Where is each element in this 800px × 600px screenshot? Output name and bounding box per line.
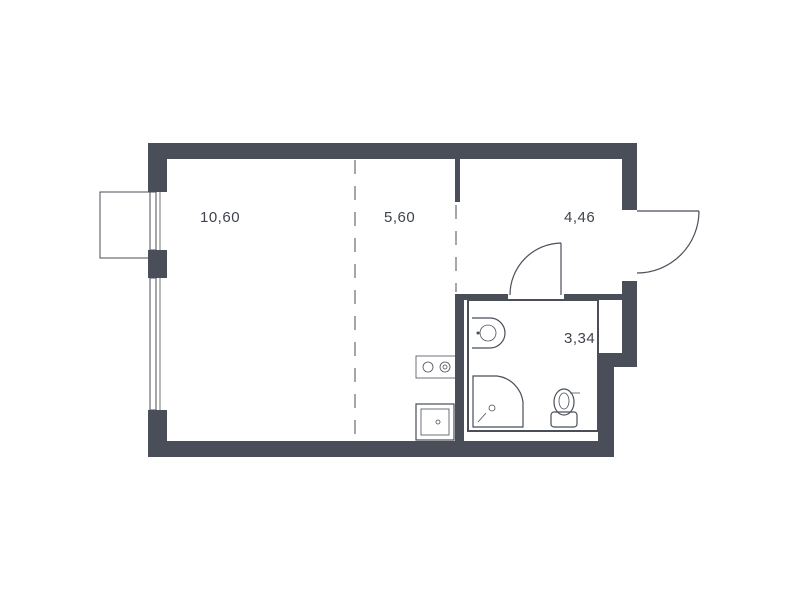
area-label-living-room: 10,60	[200, 209, 240, 226]
outer-walls	[148, 143, 637, 457]
window-lower	[149, 277, 161, 411]
interior-walls	[455, 159, 622, 441]
door-swing-icon	[636, 210, 700, 274]
toilet-icon	[550, 388, 580, 428]
kitchen-sink-icon	[415, 403, 455, 441]
sink-icon	[472, 317, 506, 349]
area-label-kitchen: 5,60	[384, 209, 415, 226]
area-label-hallway: 4,46	[564, 209, 595, 226]
bathroom-door	[509, 242, 562, 296]
window-upper	[149, 191, 161, 251]
area-label-bathroom: 3,34	[564, 330, 595, 347]
balcony	[99, 191, 151, 259]
stove-icon	[415, 355, 457, 379]
shower-icon	[472, 375, 524, 428]
entrance-door	[636, 210, 700, 274]
